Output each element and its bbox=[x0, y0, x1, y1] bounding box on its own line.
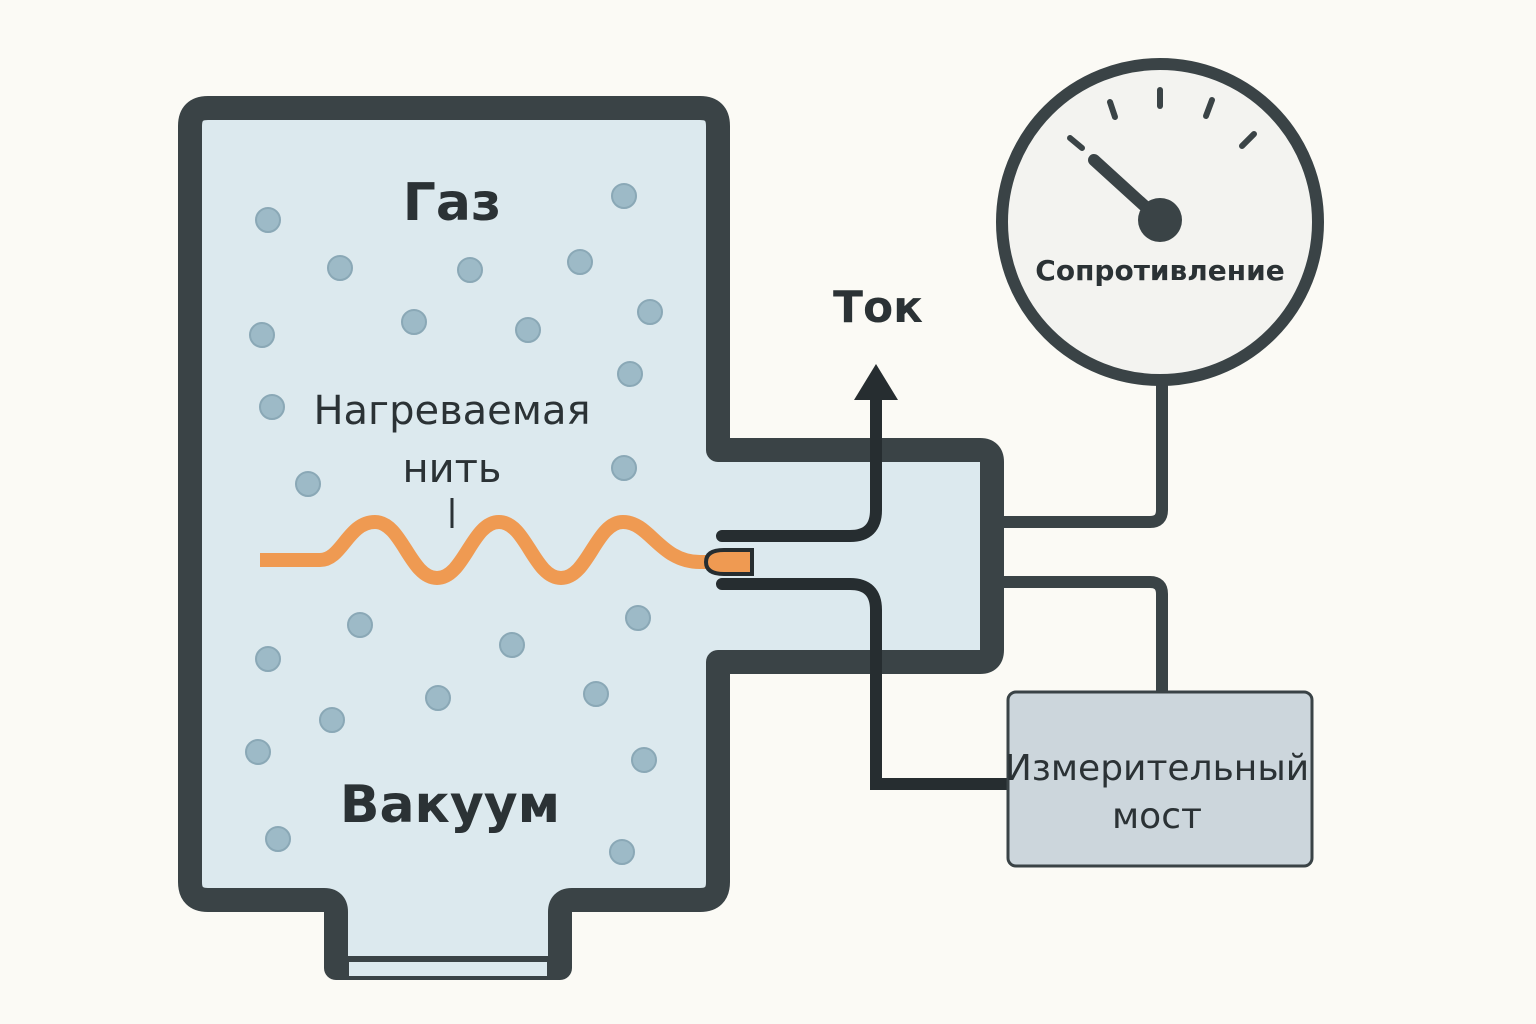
gas-molecule-icon bbox=[259, 394, 285, 420]
bridge-label-line2: мост bbox=[1112, 796, 1202, 837]
gas-molecule-icon bbox=[295, 471, 321, 497]
measuring-bridge-box bbox=[1006, 690, 1314, 868]
filament-connector bbox=[703, 548, 754, 576]
gas-molecule-icon bbox=[637, 299, 663, 325]
gas-molecule-icon bbox=[609, 839, 635, 865]
gas-molecule-icon bbox=[425, 685, 451, 711]
heated-filament bbox=[260, 515, 746, 585]
current-label: Ток bbox=[833, 282, 923, 333]
gas-molecule-icon bbox=[499, 632, 525, 658]
gas-molecule-icon bbox=[515, 317, 541, 343]
gas-molecule-icon bbox=[347, 612, 373, 638]
resistance-label: Сопротивление bbox=[1035, 254, 1284, 287]
gas-molecule-icon bbox=[255, 207, 281, 233]
gas-molecule-icon bbox=[631, 747, 657, 773]
bridge-top-wire bbox=[1000, 576, 1168, 696]
gauge-ticks bbox=[1067, 87, 1257, 151]
gas-molecule-icon bbox=[617, 361, 643, 387]
gas-molecule-icon bbox=[567, 249, 593, 275]
vacuum-chamber bbox=[178, 96, 1004, 980]
gauge-tick bbox=[1239, 131, 1257, 149]
gas-molecule-icon bbox=[255, 646, 281, 672]
gas-molecules bbox=[245, 183, 663, 865]
gas-molecule-icon bbox=[611, 183, 637, 209]
gas-molecule-icon bbox=[611, 455, 637, 481]
gas-molecule-icon bbox=[249, 322, 275, 348]
gauge-tick bbox=[1107, 99, 1118, 120]
gas-molecule-icon bbox=[319, 707, 345, 733]
gas-molecule-icon bbox=[327, 255, 353, 281]
gas-molecule-icon bbox=[625, 605, 651, 631]
outlet-opening bbox=[349, 962, 547, 976]
gauge-tick bbox=[1067, 135, 1085, 151]
vacuum-label: Вакуум bbox=[340, 775, 560, 835]
gas-molecule-icon bbox=[245, 739, 271, 765]
gas-molecule-icon bbox=[457, 257, 483, 283]
gauge-tick bbox=[1203, 97, 1215, 119]
filament-label-line1: Нагреваемая bbox=[313, 388, 590, 434]
bridge-wire bbox=[716, 578, 1016, 790]
gas-molecule-icon bbox=[401, 309, 427, 335]
current-arrow-icon bbox=[854, 364, 898, 400]
gauge-pivot bbox=[1138, 198, 1182, 242]
gas-molecule-icon bbox=[583, 681, 609, 707]
gauge-wire bbox=[1000, 372, 1168, 528]
resistance-gauge-icon: Сопротивление bbox=[996, 58, 1324, 386]
gas-label: Газ bbox=[403, 173, 501, 233]
gas-molecule-icon bbox=[265, 826, 291, 852]
bridge-label-line1: Измерительный bbox=[1005, 748, 1309, 789]
filament-label-line2: нить bbox=[402, 446, 501, 492]
current-wire bbox=[716, 386, 882, 542]
